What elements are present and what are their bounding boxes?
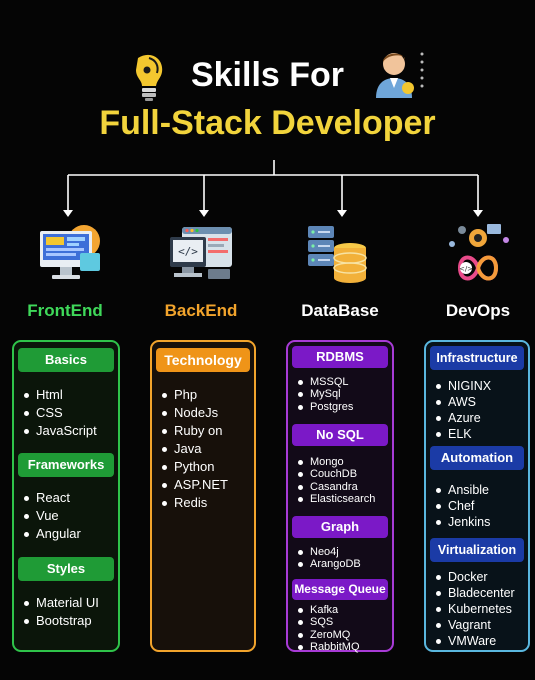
list-item: Neo4j [296,546,390,558]
devops-automation-list: Ansible Chef Jenkins [434,482,526,530]
list-item: Docker [434,569,526,585]
list-item: Jenkins [434,514,526,530]
frontend-styles-header: Styles [18,557,114,581]
list-item: Ruby on [160,422,252,440]
list-item: Kafka [296,604,390,616]
database-graph-list: Neo4j ArangoDB [296,546,390,571]
list-item: RabbitMQ [296,641,390,653]
list-item: Html [22,386,116,404]
list-item: ArangoDB [296,558,390,570]
svg-text:</>: </> [459,265,473,273]
devops-panel: Infrastructure NIGINX AWS Azure ELK Auto… [424,340,530,652]
backend-title: BackEnd [164,301,238,320]
frontend-basics-list: Html CSS JavaScript [22,386,116,440]
svg-text:</>: </> [178,245,198,258]
list-item: Material UI [22,594,116,612]
list-item: NodeJs [160,404,252,422]
list-item: JavaScript [22,422,116,440]
devops-title: DevOps [445,301,511,320]
list-item: Angular [22,525,116,543]
title-line-1: Skills For [190,56,345,94]
list-item: SQS [296,616,390,628]
devops-infrastructure-list: NIGINX AWS Azure ELK [434,378,526,442]
list-item: ZeroMQ [296,629,390,641]
frontend-frameworks-header: Frameworks [18,453,114,477]
list-item: Postgres [296,401,390,413]
list-item: ASP.NET [160,476,252,494]
list-item: CSS [22,404,116,422]
database-title: DataBase [301,301,379,320]
title-line-2: Full-Stack Developer [99,104,436,142]
list-item: Ansible [434,482,526,498]
backend-technology-header: Technology [156,348,250,372]
list-item: Java [160,440,252,458]
frontend-basics-header: Basics [18,348,114,372]
list-item: CouchDB [296,468,390,480]
database-message-queue-list: Kafka SQS ZeroMQ RabbitMQ [296,604,390,653]
frontend-title: FrontEnd [27,301,103,320]
list-item: Python [160,458,252,476]
web-design-monitor-icon [36,223,104,290]
list-item: VMWare [434,633,526,649]
list-item: Redis [160,494,252,512]
database-panel: RDBMS MSSQL MySql Postgres No SQL Mongo … [286,340,394,653]
devops-infinity-icon: </> [444,220,512,291]
list-item: Chef [434,498,526,514]
database-graph-header: Graph [292,516,388,538]
devops-automation-header: Automation [430,446,524,470]
list-item: Mongo [296,456,390,468]
list-item: Php [160,386,252,404]
frontend-panel: Basics Html CSS JavaScript Frameworks Re… [12,340,120,652]
backend-technology-list: Php NodeJs Ruby on Java Python ASP.NET R… [160,386,252,512]
database-message-queue-header: Message Queue [292,579,388,600]
backend-panel: Technology Php NodeJs Ruby on Java Pytho… [150,340,256,652]
code-window-icon: </> [168,223,236,290]
devops-virtualization-list: Docker Bladecenter Kubernetes Vagrant VM… [434,569,526,649]
frontend-styles-list: Material UI Bootstrap [22,594,116,630]
database-rdbms-header: RDBMS [292,346,388,368]
developer-avatar-icon [372,48,430,105]
list-item: ELK [434,426,526,442]
list-item: NIGINX [434,378,526,394]
lightbulb-head-icon [130,52,168,107]
tree-connector [63,160,483,217]
list-item: Casandra [296,481,390,493]
list-item: Kubernetes [434,601,526,617]
devops-infrastructure-header: Infrastructure [430,346,524,370]
list-item: Elasticsearch [296,493,390,505]
devops-virtualization-header: Virtualization [430,538,524,562]
frontend-frameworks-list: React Vue Angular [22,489,116,543]
list-item: MSSQL [296,376,390,388]
list-item: Azure [434,410,526,426]
list-item: Vue [22,507,116,525]
list-item: Vagrant [434,617,526,633]
list-item: AWS [434,394,526,410]
list-item: Bootstrap [22,612,116,630]
database-nosql-list: Mongo CouchDB Casandra Elasticsearch [296,456,390,505]
database-nosql-header: No SQL [292,424,388,446]
database-rdbms-list: MSSQL MySql Postgres [296,376,390,413]
list-item: Bladecenter [434,585,526,601]
list-item: React [22,489,116,507]
list-item: MySql [296,388,390,400]
database-server-icon [306,222,370,291]
